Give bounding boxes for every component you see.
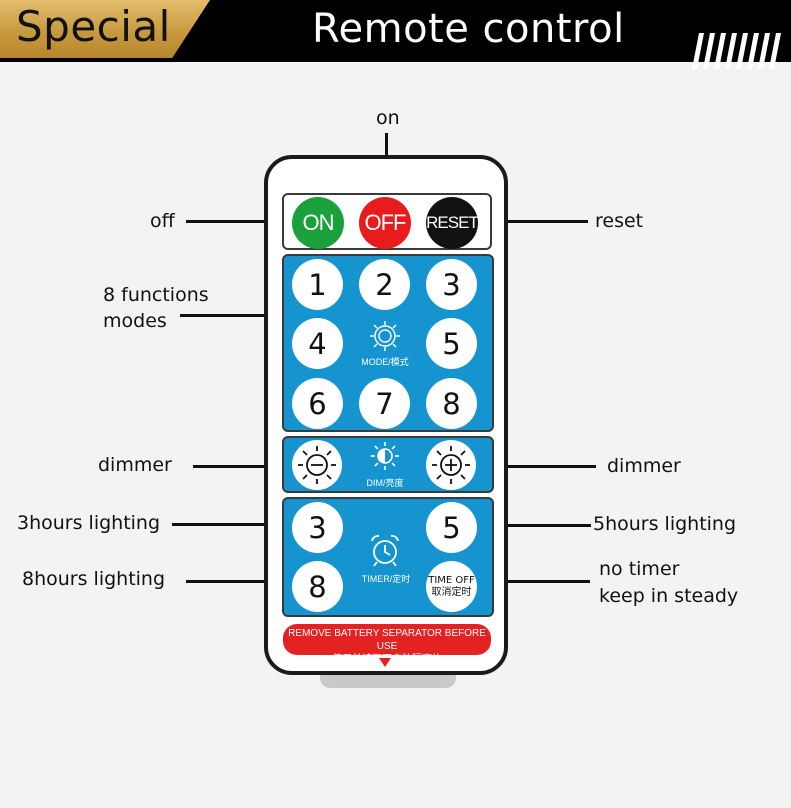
label-off: off [150,210,175,232]
label-3hours: 3hours lighting [17,512,161,534]
dim-down-button[interactable] [292,440,342,490]
dim-up-button[interactable] [426,440,476,490]
label-dimmer-left: dimmer [98,454,172,476]
special-label: Special [16,2,171,51]
mode-button-4[interactable]: 4 [292,318,343,369]
timer-3h-button[interactable]: 3 [292,502,343,553]
separator-text-1: REMOVE BATTERY SEPARATOR BEFORE USE [288,628,486,652]
minus-sun-icon [298,446,336,484]
reset-button[interactable]: RESET [426,197,479,249]
leader-line-reset [478,220,588,223]
mode-button-1[interactable]: 1 [292,259,343,310]
mode-button-2[interactable]: 2 [359,259,410,310]
header-bar: Special Remote control [0,0,791,69]
on-button[interactable]: ON [292,197,344,249]
leader-line-8hours [186,580,294,583]
label-no-timer-2: keep in steady [599,585,739,607]
label-5hours: 5hours lighting [593,513,737,535]
mode-button-7[interactable]: 7 [359,378,410,429]
alarm-clock-icon [371,535,399,567]
battery-separator-notice: REMOVE BATTERY SEPARATOR BEFORE USE 使用前请… [283,624,491,665]
mode-button-3[interactable]: 3 [426,259,477,310]
plus-sun-icon [432,446,470,484]
page-title: Remote control [312,6,625,52]
dim-half-sun-icon [371,442,399,470]
leader-line-no-timer [478,580,590,583]
sun-gear-icon [370,321,400,351]
mode-button-8[interactable]: 8 [426,378,477,429]
label-8hours: 8hours lighting [22,568,166,590]
label-modes-2: modes [103,310,167,332]
timer-5h-button[interactable]: 5 [426,502,477,553]
leader-line-5hours [478,524,591,527]
timer-caption: TIMER/定时 [361,574,411,584]
leader-line-3hours [172,523,296,526]
leader-line-modes [180,314,296,317]
leader-line-dimmer-left [193,465,293,468]
label-no-timer-1: no timer [599,558,680,580]
mode-button-5[interactable]: 5 [426,318,477,369]
mode-button-6[interactable]: 6 [292,378,343,429]
timer-8h-button[interactable]: 8 [292,561,343,612]
mode-caption: MODE/模式 [361,357,409,367]
dim-caption: DIM/亮度 [366,478,404,488]
label-dimmer-right: dimmer [607,455,681,477]
leader-line-dimmer-right [478,465,596,468]
time-off-label-2: 取消定时 [431,586,472,598]
stripes-decoration [692,33,781,69]
label-modes-1: 8 functions [103,284,209,306]
off-button[interactable]: OFF [359,197,411,249]
leader-line-off [186,220,286,223]
down-arrow-icon [379,658,391,667]
time-off-button[interactable]: TIME OFF 取消定时 [426,561,477,612]
label-reset: reset [595,210,644,232]
label-on: on [376,107,400,129]
time-off-label-1: TIME OFF [428,574,475,586]
special-tab [0,0,210,58]
